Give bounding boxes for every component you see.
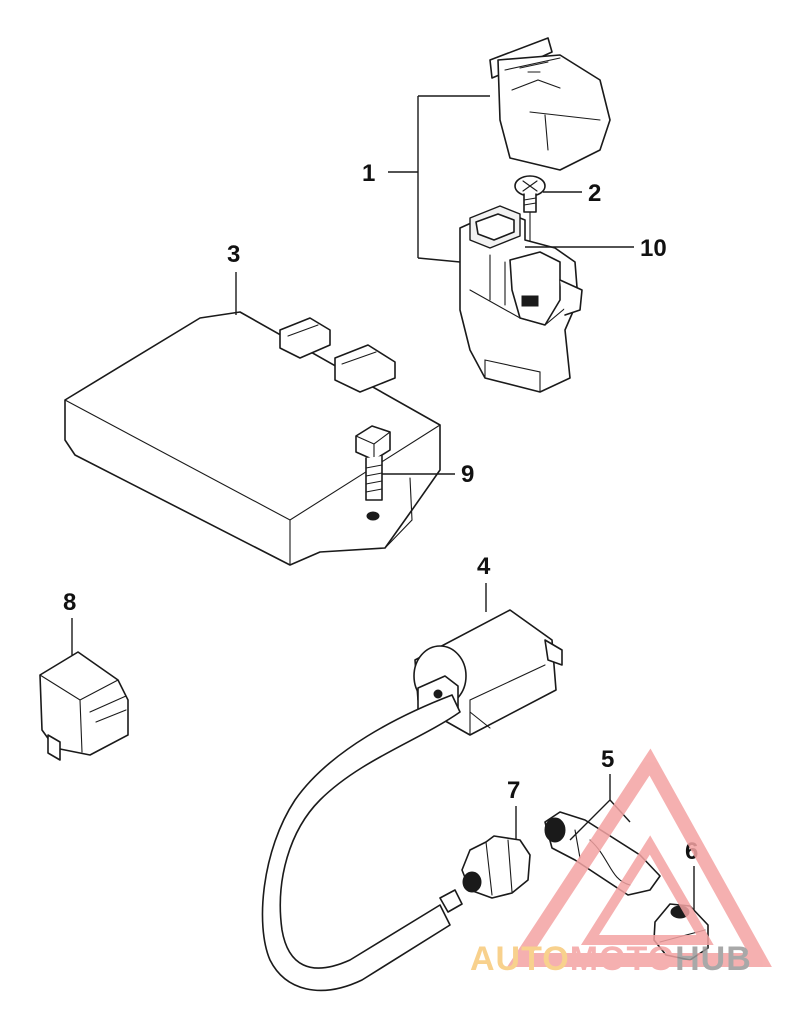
callout-labels: 1 2 10 3 9 4 8 7 5 6 [63, 160, 698, 865]
callout-8: 8 [63, 589, 76, 616]
callout-5: 5 [601, 746, 614, 773]
svg-text:AUTOMOTOHUB: AUTOMOTOHUB [470, 940, 752, 978]
watermark-text-moto: MOTO [570, 940, 675, 978]
watermark-triangle-icon [507, 748, 772, 967]
callout-10: 10 [640, 235, 667, 262]
leader-lines [71, 95, 695, 910]
relay-cover [489, 37, 611, 171]
callout-9: 9 [461, 461, 474, 488]
callout-3: 3 [227, 241, 240, 268]
watermark-text-auto: AUTO [470, 940, 570, 978]
bolt [355, 425, 391, 501]
callout-7: 7 [507, 777, 520, 804]
automotohub-watermark: AUTOMOTOHUB [470, 748, 772, 978]
watermark-text-hub: HUB [675, 940, 752, 978]
watermark-inner-triangle-icon [580, 835, 714, 945]
small-relay [39, 651, 129, 761]
ignition-coil [261, 609, 563, 992]
plug-cap-boot [461, 835, 531, 899]
callout-4: 4 [477, 553, 491, 580]
relay-body [459, 205, 583, 393]
cdi-unit [64, 311, 441, 566]
callout-2: 2 [588, 180, 601, 207]
callout-1: 1 [362, 160, 375, 187]
